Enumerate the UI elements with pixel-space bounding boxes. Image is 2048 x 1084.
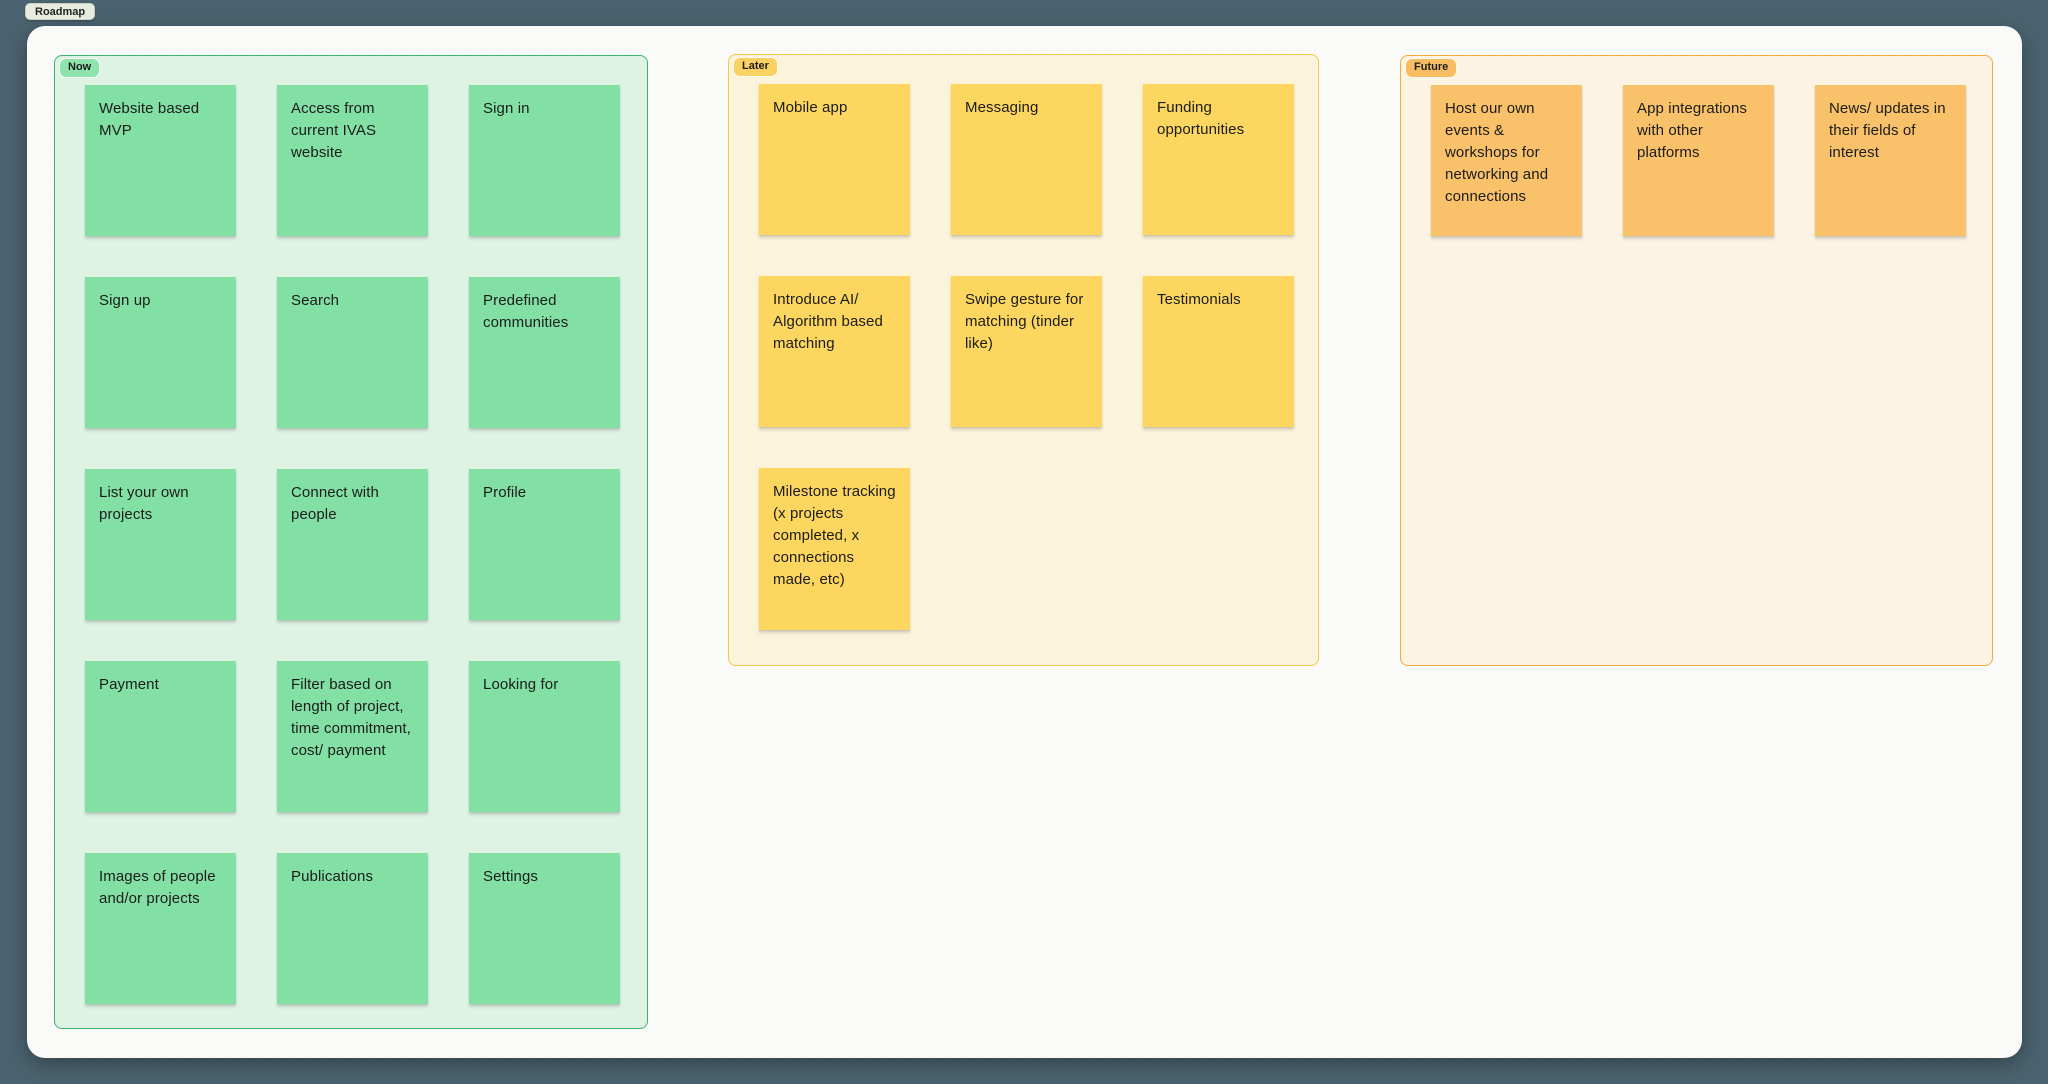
- section-label-now[interactable]: Now: [59, 58, 101, 78]
- sticky-note[interactable]: Introduce AI/ Algorithm based matching: [759, 276, 910, 427]
- sticky-note[interactable]: Swipe gesture for matching (tinder like): [951, 276, 1102, 427]
- sticky-note[interactable]: News/ updates in their fields of interes…: [1815, 85, 1966, 236]
- sticky-note[interactable]: Messaging: [951, 84, 1102, 235]
- sticky-note[interactable]: Profile: [469, 469, 620, 620]
- notes-grid: Mobile app Messaging Funding opportunities…: [729, 55, 1318, 665]
- roadmap-tab[interactable]: Roadmap: [25, 3, 96, 20]
- section-label-later[interactable]: Later: [733, 57, 778, 77]
- sticky-note[interactable]: Settings: [469, 853, 620, 1004]
- sticky-note[interactable]: Search: [277, 277, 428, 428]
- sticky-note[interactable]: Access from current IVAS website: [277, 85, 428, 236]
- sticky-note[interactable]: Predefined communities: [469, 277, 620, 428]
- sticky-note[interactable]: Sign in: [469, 85, 620, 236]
- sticky-note[interactable]: Looking for: [469, 661, 620, 812]
- notes-grid: Website based MVP Access from current IVA…: [55, 56, 647, 1028]
- sticky-note[interactable]: Mobile app: [759, 84, 910, 235]
- sticky-note[interactable]: App integrations with other platforms: [1623, 85, 1774, 236]
- sticky-note[interactable]: Connect with people: [277, 469, 428, 620]
- sticky-note[interactable]: Host our own events & workshops for netw…: [1431, 85, 1582, 236]
- notes-grid: Host our own events & workshops for netw…: [1401, 56, 1992, 665]
- sticky-note[interactable]: Milestone tracking (x projects completed…: [759, 468, 910, 630]
- sticky-note[interactable]: List your own projects: [85, 469, 236, 620]
- sticky-note[interactable]: Publications: [277, 853, 428, 1004]
- sticky-note[interactable]: Website based MVP: [85, 85, 236, 236]
- section-label-future[interactable]: Future: [1405, 58, 1458, 78]
- sticky-note[interactable]: Images of people and/or projects: [85, 853, 236, 1004]
- sticky-note[interactable]: Sign up: [85, 277, 236, 428]
- sticky-note[interactable]: Funding opportunities: [1143, 84, 1294, 235]
- sticky-note[interactable]: Filter based on length of project, time …: [277, 661, 428, 812]
- sticky-note[interactable]: Payment: [85, 661, 236, 812]
- sticky-note[interactable]: Testimonials: [1143, 276, 1294, 427]
